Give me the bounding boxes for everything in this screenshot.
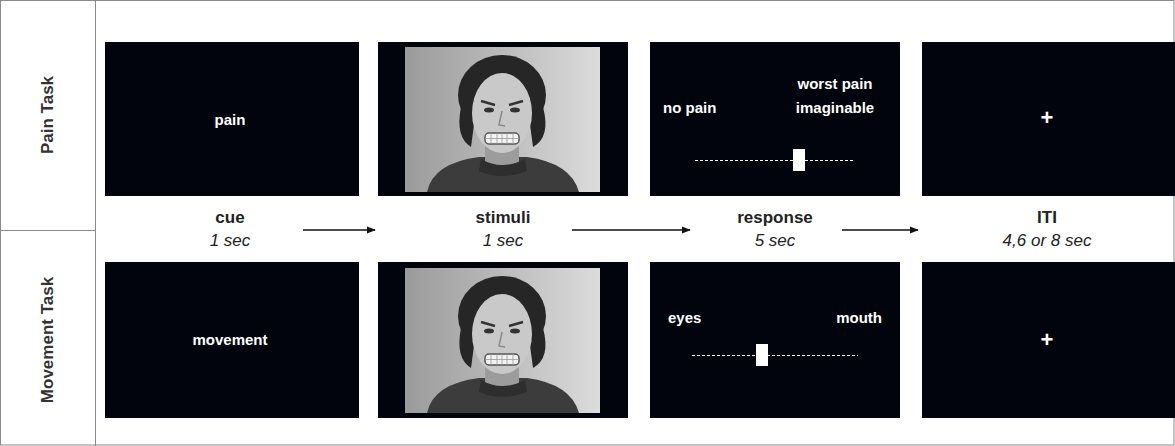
panel-text: worst pain imaginable [785, 72, 885, 120]
phase-name: stimuli [476, 208, 531, 228]
phase-duration: 4,6 or 8 sec [1003, 231, 1092, 251]
fixation-panel: + [922, 42, 1175, 196]
panel-text: + [922, 106, 1172, 130]
rating-slider [650, 262, 900, 418]
phase-duration: 1 sec [483, 231, 524, 251]
rating-panel: eyes mouth [650, 262, 900, 418]
cue-panel: movement [105, 262, 359, 418]
phase-name: cue [215, 208, 244, 228]
panel-text: pain [105, 108, 355, 132]
panel-text: no pain [663, 96, 753, 120]
phase-name: ITI [1037, 208, 1057, 228]
fixation-panel: + [922, 262, 1175, 418]
panel-text: movement [105, 328, 355, 352]
rating-panel: no pain worst pain imaginable [650, 42, 900, 196]
phase-duration: 1 sec [210, 231, 251, 251]
panel-text: + [922, 328, 1172, 352]
panel-text: mouth [820, 306, 882, 330]
task-label: Pain Task [38, 76, 58, 154]
phase-duration: 5 sec [755, 231, 796, 251]
rating-slider [650, 42, 900, 196]
cue-panel: pain [105, 42, 359, 196]
task-label: Movement Task [38, 277, 58, 403]
panel-text: eyes [668, 306, 738, 330]
phase-name: response [737, 208, 813, 228]
